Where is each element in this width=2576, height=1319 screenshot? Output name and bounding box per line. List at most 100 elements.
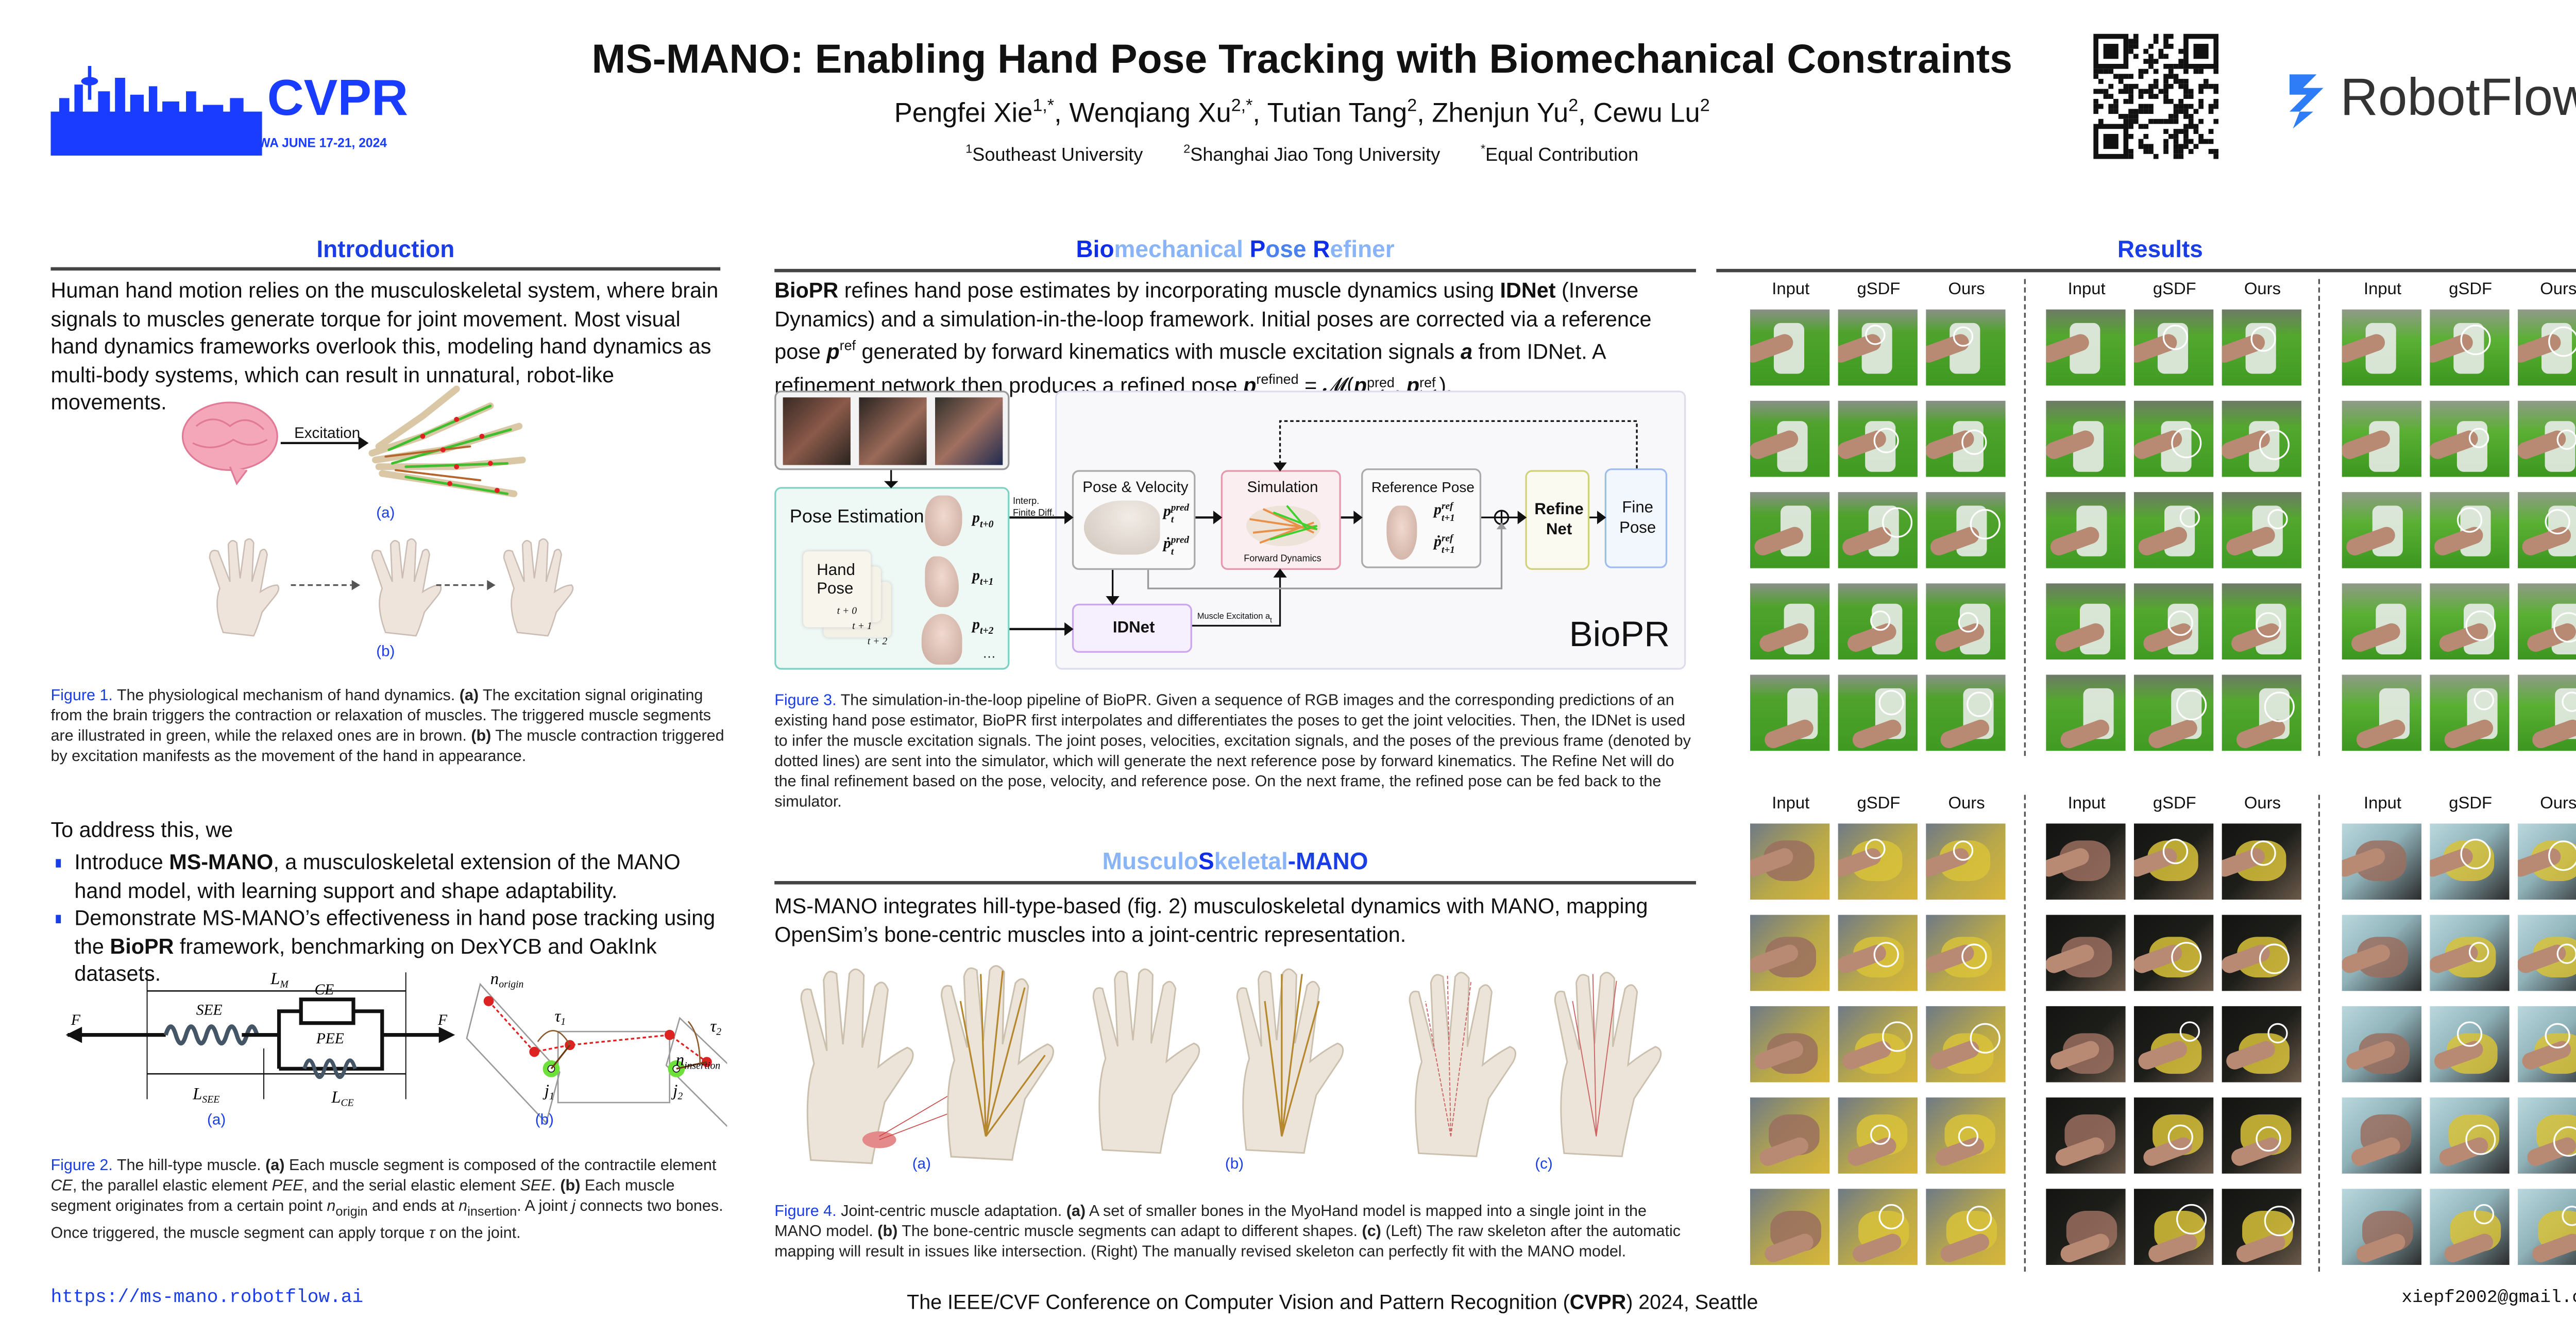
result-image-gsdf — [1838, 1006, 1918, 1083]
highlight-circle — [1967, 691, 1992, 717]
heading-part: R — [1313, 235, 1330, 262]
conference-footer: The IEEE/CVF Conference on Computer Visi… — [907, 1290, 1758, 1314]
text-segment: origin — [335, 1204, 368, 1219]
fig4a-label: (a) — [912, 1155, 931, 1172]
text-segment: BioPR — [774, 279, 839, 303]
text-segment: generated by forward kinematics with mus… — [855, 340, 1461, 364]
result-image-ours — [2518, 309, 2576, 386]
column-header: Ours — [1948, 280, 1985, 299]
result-image-gsdf — [2134, 915, 2214, 991]
result-image-gsdf — [2430, 583, 2510, 660]
text-segment: Demonstrate MS-MANO’s effectiveness in h… — [74, 906, 716, 958]
text-segment: . — [551, 1177, 561, 1194]
seattle-skyline-icon — [50, 66, 262, 156]
project-url-link[interactable]: https://ms-mano.robotflow.ai — [50, 1288, 364, 1309]
text-segment: The hill-type muscle. — [112, 1156, 266, 1174]
highlight-circle — [1970, 1023, 2001, 1054]
highlight-circle — [1870, 610, 1891, 631]
result-image-gsdf — [2430, 674, 2510, 751]
n-insertion-label: ninsertion — [676, 1051, 721, 1072]
fig2b-label: (b) — [535, 1111, 554, 1128]
contribution-item: Demonstrate MS-MANO’s effectiveness in h… — [54, 905, 731, 988]
result-image-input — [2342, 400, 2421, 477]
result-image-input — [1750, 915, 1830, 991]
robotflow-logo-icon — [2289, 74, 2324, 129]
highlight-circle — [2465, 610, 2496, 641]
text-segment: framework, benchmarking on DexYCB and Oa… — [74, 934, 657, 986]
fig4c-label: (c) — [1535, 1155, 1553, 1172]
figure-3-caption: Figure 3. The simulation-in-the-loop pip… — [774, 690, 1696, 811]
fig1b-label: (b) — [376, 642, 395, 660]
highlight-circle — [2456, 507, 2483, 533]
result-image-ours — [1926, 1097, 2006, 1174]
hill-muscle-diagram — [65, 972, 455, 1100]
poster-title: MS-MANO: Enabling Hand Pose Tracking wit… — [591, 37, 2012, 83]
column-header: gSDF — [1857, 280, 1901, 299]
contact-email-link[interactable]: xiepf2002@gmail.com — [2401, 1288, 2576, 1309]
result-image-gsdf — [2430, 823, 2510, 900]
divider — [50, 267, 721, 270]
msmano-heading: MusculoSkeletal-MANO — [774, 847, 1696, 874]
tau2-label: τ2 — [710, 1017, 721, 1038]
result-image-ours — [2222, 1189, 2301, 1265]
result-image-ours — [1926, 583, 2006, 660]
result-image-ours — [1926, 492, 2006, 568]
result-image-input — [2046, 400, 2126, 477]
figure-label: Figure 1. — [50, 686, 113, 704]
excitation-label: Excitation — [294, 424, 361, 442]
text-segment: insertion — [467, 1204, 517, 1219]
text-segment: , a musculoskeletal extension of the MAN… — [74, 850, 681, 903]
highlight-circle — [2179, 507, 2200, 528]
result-image-gsdf — [2134, 674, 2214, 751]
text-segment: Each muscle segment originates from a ce… — [50, 1177, 675, 1214]
result-image-input — [2342, 583, 2421, 660]
cvpr-logo-subtitle: SEATTLE, WA JUNE 17-21, 2024 — [194, 136, 387, 151]
result-image-gsdf — [1838, 400, 1918, 477]
highlight-circle — [1865, 325, 1886, 345]
highlight-circle — [2171, 428, 2202, 459]
text-segment: PEE — [272, 1177, 303, 1194]
result-image-ours — [2222, 583, 2301, 660]
qr-code[interactable] — [2093, 33, 2219, 163]
highlight-circle — [2256, 612, 2281, 638]
text-segment: refined — [1256, 371, 1299, 387]
force-label-right: F — [437, 1012, 448, 1028]
highlight-circle — [1961, 943, 1987, 969]
affiliation: 1Southeast University — [965, 142, 1143, 165]
text-segment: (b) — [877, 1222, 898, 1240]
highlight-circle — [2468, 942, 2489, 962]
highlight-circle — [1961, 429, 1987, 455]
text-segment: CE — [50, 1177, 73, 1194]
highlight-circle — [2553, 1126, 2576, 1157]
text-segment: (Left) The raw skeleton after the automa… — [774, 1222, 1681, 1260]
result-image-ours — [1926, 823, 2006, 900]
highlight-circle — [1870, 1124, 1891, 1145]
result-image-ours — [2222, 674, 2301, 751]
divider — [774, 881, 1696, 884]
result-image-input — [1750, 400, 1830, 477]
result-image-gsdf — [2134, 1006, 2214, 1083]
brain-icon — [181, 401, 278, 486]
highlight-circle — [1882, 507, 1913, 538]
column-header: Input — [2067, 794, 2106, 814]
highlight-circle — [2259, 943, 2290, 974]
figure-4-caption: Figure 4. Joint-centric muscle adaptatio… — [774, 1200, 1696, 1261]
highlight-circle — [2167, 610, 2193, 636]
highlight-circle — [1882, 1021, 1913, 1052]
column-header: gSDF — [2153, 280, 2196, 299]
highlight-circle — [2545, 509, 2570, 535]
result-image-input — [1750, 674, 1830, 751]
highlight-circle — [2171, 942, 2202, 973]
cvpr-dates: JUNE 17-21, 2024 — [282, 135, 387, 151]
highlight-circle — [2162, 325, 2189, 350]
result-image-gsdf — [2134, 400, 2214, 477]
result-image-ours — [1926, 400, 2006, 477]
text-segment: n — [327, 1197, 336, 1214]
result-image-gsdf — [2430, 915, 2510, 991]
highlight-circle — [2556, 429, 2576, 450]
result-image-gsdf — [1838, 583, 1918, 660]
highlight-circle — [2250, 840, 2276, 866]
result-image-gsdf — [2430, 309, 2510, 386]
highlight-circle — [2267, 1023, 2288, 1044]
